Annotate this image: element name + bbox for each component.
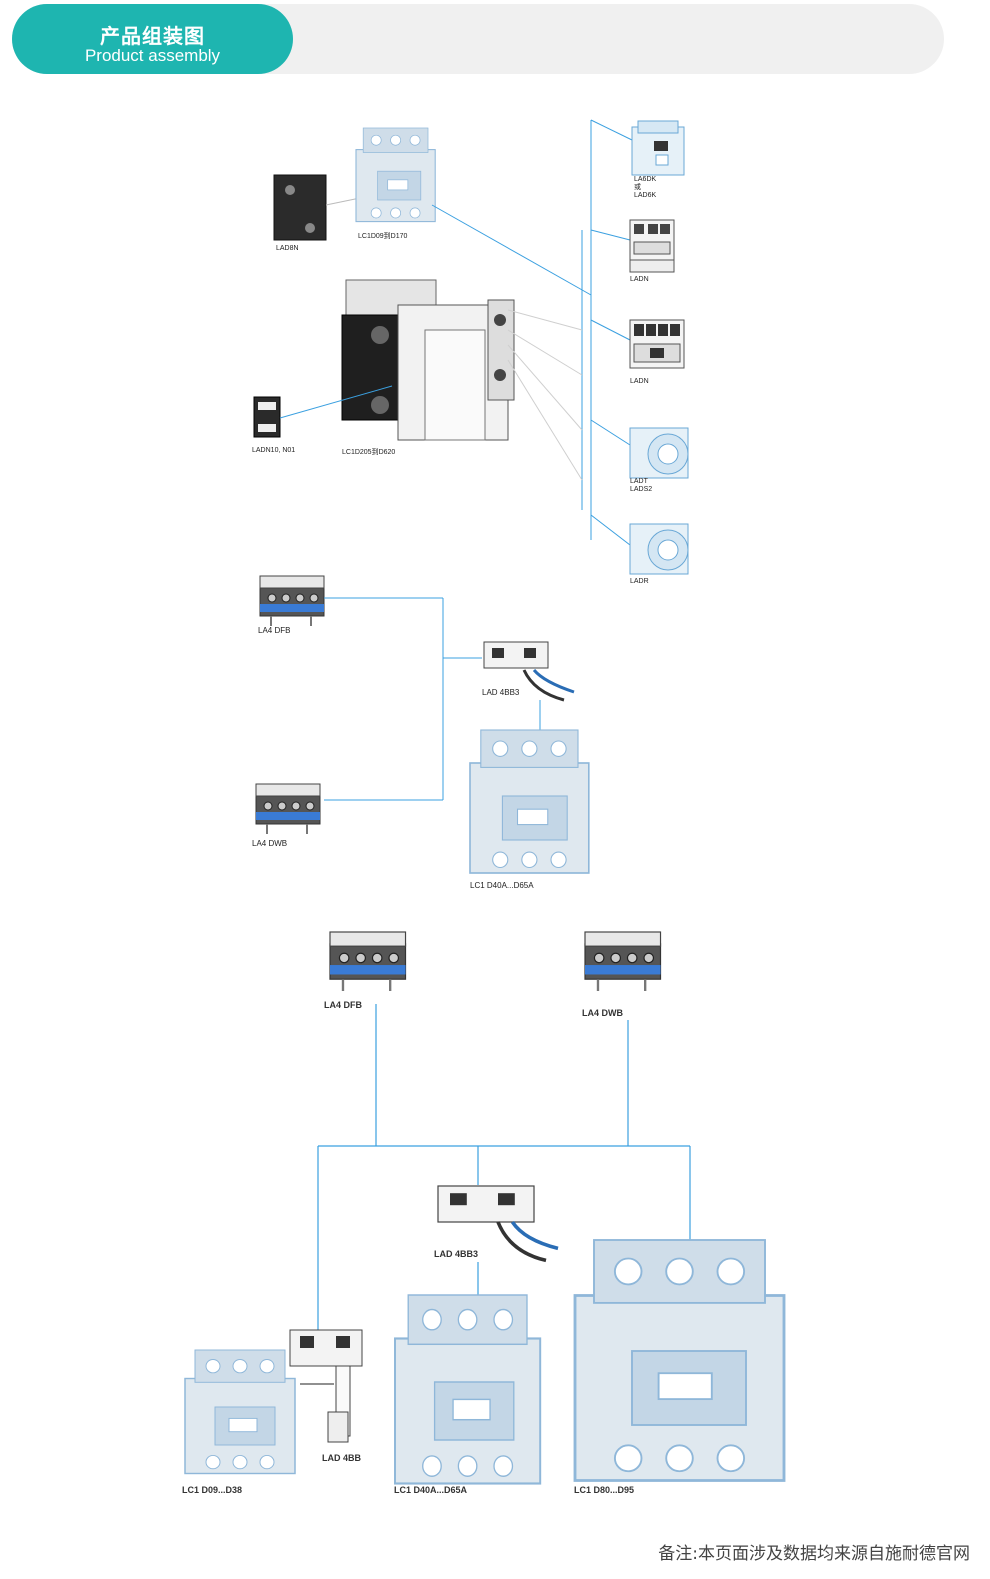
la4dfb-module-s3 — [329, 931, 407, 992]
label-lad4bb3-s3: LAD 4BB3 — [434, 1249, 479, 1259]
label-lad8n: LAD8N — [276, 245, 299, 252]
label-lc1d09-d170: LC1D09到D170 — [358, 233, 408, 240]
ladn10-module — [253, 396, 281, 438]
section-title-cn: 产品组装图 — [100, 24, 205, 48]
label-la6dk-line2: 或 — [634, 184, 641, 191]
label-la6dk-line3: LAD6K — [634, 192, 657, 199]
lc1d205-contactor — [341, 279, 515, 441]
label-la6dk: LA6DK 或 LAD6K — [634, 176, 656, 200]
lc1d09-contactor-s3 — [184, 1349, 296, 1475]
label-ladn-1: LADN — [630, 276, 649, 283]
label-lc1d09-d38: LC1 D09...D38 — [182, 1485, 243, 1495]
label-la4dfb-s3: LA4 DFB — [324, 1000, 362, 1010]
ladn-module-2 — [629, 319, 685, 369]
la4dfb-module-s2 — [259, 575, 325, 627]
lad4bb3-adapter-s2 — [483, 641, 575, 702]
lc1d80-contactor — [573, 1238, 786, 1482]
label-lc1d40a-s3: LC1 D40A...D65A — [394, 1485, 468, 1495]
ladn-module-1 — [629, 219, 675, 273]
section1-connectors — [431, 119, 633, 546]
la4dwb-module-s2 — [255, 783, 321, 835]
lad4bb3-adapter-s3 — [437, 1185, 559, 1263]
label-lc1d40a-s2: LC1 D40A...D65A — [470, 881, 534, 890]
label-ladn-2: LADN — [630, 378, 649, 385]
lc1d40a-contactor-s2 — [469, 729, 590, 874]
ladr-module — [629, 523, 689, 575]
section3-connectors — [317, 1004, 691, 1345]
label-ladt-line2: LADS2 — [630, 486, 653, 493]
label-lc1d205-d620: LC1D205到D620 — [342, 449, 396, 456]
lc1d09-contactor — [355, 127, 436, 223]
lad4bb-adapter — [289, 1329, 363, 1443]
section2-connectors — [324, 597, 541, 801]
lad8n-module — [273, 174, 327, 241]
label-lad4bb3-s2: LAD 4BB3 — [482, 688, 520, 697]
label-lad4bb: LAD 4BB — [322, 1453, 362, 1463]
lc1d40a-contactor-s3 — [393, 1293, 542, 1485]
label-la4dwb-s2: LA4 DWB — [252, 839, 288, 848]
la4dwb-module-s3 — [584, 931, 662, 992]
label-la6dk-line1: LA6DK — [634, 176, 657, 183]
la6dk-module — [631, 120, 685, 176]
label-ladt: LADT LADS2 — [630, 478, 652, 494]
label-ladr: LADR — [630, 578, 649, 585]
label-ladt-line1: LADT — [630, 478, 648, 485]
label-ladn10: LADN10, N01 — [252, 447, 296, 454]
label-lc1d80-d95: LC1 D80...D95 — [574, 1485, 635, 1495]
source-footnote: 备注:本页面涉及数据均来源自施耐德官网 — [658, 1544, 970, 1564]
section-title-pill: 产品组装图 Product assembly — [12, 4, 293, 74]
label-la4dfb-s2: LA4 DFB — [258, 626, 291, 635]
section-title-en: Product assembly — [84, 46, 221, 65]
label-la4dwb-s3: LA4 DWB — [582, 1008, 623, 1018]
ladt-module — [629, 427, 689, 479]
